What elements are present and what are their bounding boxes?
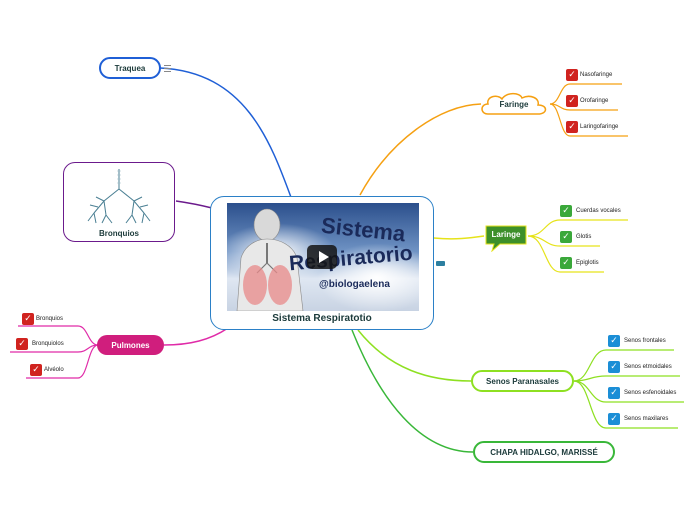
subtopic-alveolo[interactable]: Alvéolo: [44, 367, 64, 373]
topic-pulmones[interactable]: Pulmones: [97, 335, 164, 355]
check-icon: ✓: [608, 361, 620, 373]
topic-traquea[interactable]: Traquea: [99, 57, 161, 79]
topic-label: Laringe: [491, 230, 521, 239]
branch-autor: [351, 329, 474, 453]
check-icon: ✓: [22, 313, 34, 325]
topic-label: CHAPA HIDALGO, MARISSÉ: [490, 447, 598, 457]
check-icon: ✓: [560, 205, 572, 217]
notes-icon[interactable]: [164, 64, 171, 72]
subtopic-senos-frontales[interactable]: Senos frontales: [624, 338, 666, 344]
subtopic-orofaringe[interactable]: Orofaringe: [580, 98, 609, 104]
bronchial-tree-image: [87, 169, 151, 224]
check-icon: ✓: [16, 338, 28, 350]
topic-senos-paranasales[interactable]: Senos Paranasales: [471, 370, 574, 392]
subtopic-epiglotis[interactable]: Epiglotis: [576, 260, 599, 266]
check-icon: ✓: [608, 335, 620, 347]
topic-label: Pulmones: [111, 340, 150, 350]
check-icon: ✓: [30, 364, 42, 376]
branch-bronquios: [175, 200, 213, 209]
collapse-indicator-icon[interactable]: [436, 261, 445, 266]
subtopic-laringofaringe[interactable]: Laringofaringe: [580, 124, 619, 130]
check-icon: ✓: [560, 231, 572, 243]
central-image[interactable]: Sistema Respiratorio @biologaelena: [227, 203, 419, 311]
subtopic-nasofaringe[interactable]: Nasofaringe: [580, 72, 613, 78]
branch-faringe: [359, 103, 482, 196]
check-icon: ✓: [608, 413, 620, 425]
branch-pulmones: [163, 327, 229, 346]
branch-laringe: [433, 235, 485, 240]
check-icon: ✓: [560, 257, 572, 269]
topic-label: Bronquios: [99, 229, 139, 238]
topic-faringe[interactable]: Faringe: [478, 92, 550, 118]
central-topic[interactable]: Sistema Respiratorio @biologaelena Siste…: [210, 196, 434, 330]
check-icon: ✓: [566, 121, 578, 133]
subtopic-cuerdas-vocales[interactable]: Cuerdas vocales: [576, 208, 621, 214]
torso-illustration: [236, 208, 304, 311]
subtopic-bronquios[interactable]: Bronquios: [36, 316, 64, 322]
topic-label: Traquea: [114, 63, 146, 73]
check-icon: ✓: [566, 69, 578, 81]
topic-bronquios[interactable]: Bronquios: [63, 162, 175, 242]
check-icon: ✓: [608, 387, 620, 399]
topic-label: Faringe: [499, 100, 529, 109]
subtopic-senos-maxilares[interactable]: Senos maxilares: [624, 416, 669, 422]
branch-senos: [357, 329, 472, 382]
central-title: Sistema Respiratotio: [272, 313, 372, 324]
image-handle: @biologaelena: [319, 279, 390, 290]
check-icon: ✓: [566, 95, 578, 107]
cloud-shape: [481, 92, 547, 115]
topic-label: Senos Paranasales: [486, 376, 559, 386]
subtopic-senos-esfenoidales[interactable]: Senos esfenoidales: [624, 390, 677, 396]
branch-traquea: [159, 67, 293, 201]
subtopic-bronquiolos[interactable]: Bronquiolos: [32, 341, 64, 347]
callout-shape: [485, 225, 527, 252]
play-icon: [318, 251, 329, 263]
subtopic-senos-etmoidales[interactable]: Senos etmoidales: [624, 364, 672, 370]
play-button[interactable]: [307, 245, 337, 269]
topic-author[interactable]: CHAPA HIDALGO, MARISSÉ: [473, 441, 615, 463]
subtopic-glotis[interactable]: Glotis: [576, 234, 592, 240]
topic-laringe[interactable]: Laringe: [484, 224, 528, 252]
